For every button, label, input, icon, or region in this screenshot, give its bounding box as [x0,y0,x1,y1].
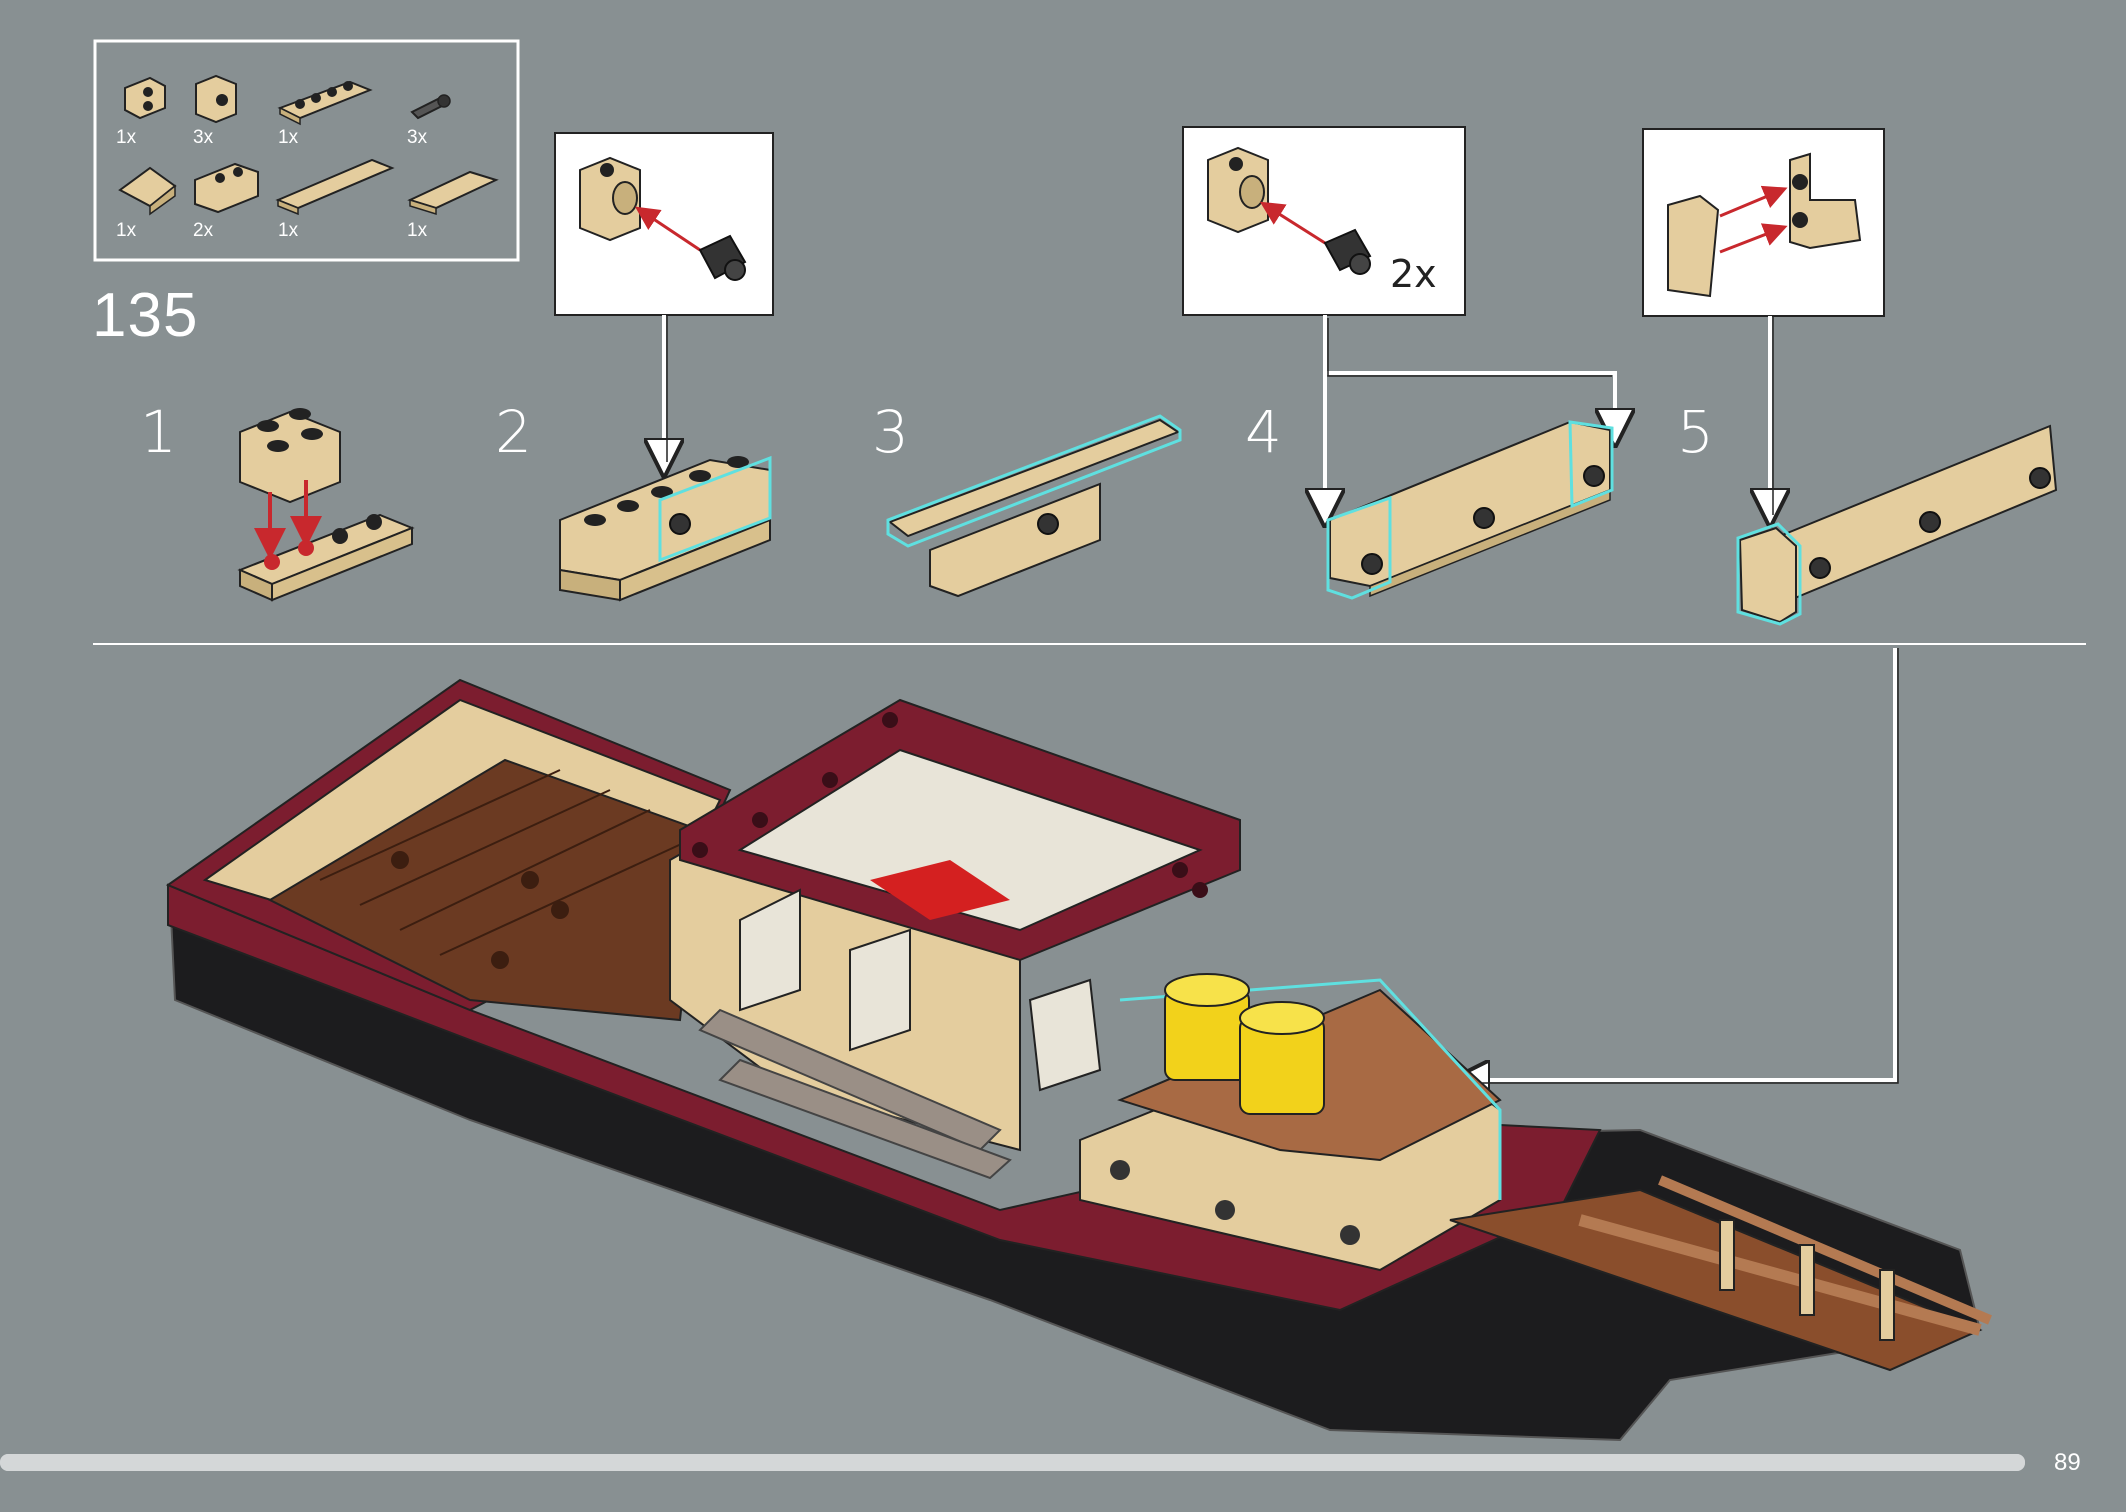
substep-2-model [559,455,772,602]
progress-bar-fill [0,1454,2025,1471]
step-number: 135 [92,281,199,350]
tan-brick-1x2-icon [194,162,259,214]
substep-label-5: 5 [1677,398,1714,466]
part-qty-7: 1x [278,220,299,241]
parts-list-box [93,39,520,262]
callout-box-5 [1642,128,1885,317]
substep-label-3: 3 [872,398,909,466]
tan-technic-brick-icon [195,74,237,124]
substep-label-4: 4 [1245,398,1282,466]
part-qty-4: 3x [407,127,428,148]
boat-model [165,678,1992,1442]
substep-4-model [1326,420,1614,600]
part-qty-8: 1x [407,220,428,241]
substep-label-1: 1 [140,398,177,466]
part-qty-3: 1x [278,127,299,148]
substep-3-model [886,414,1182,598]
callout-box-4 [1182,126,1466,316]
callout-box-2 [554,132,774,316]
substep-label-2: 2 [495,398,532,466]
tan-tile-long-icon [275,158,395,216]
tan-bracket-plate-icon [124,76,166,120]
callout-connectors [664,315,1770,520]
tan-plate-1x4-icon [277,80,373,126]
tan-slope-icon [118,166,177,216]
part-qty-1: 1x [116,127,137,148]
substep-5-model [1736,424,2058,626]
yellow-barrels [1164,973,1325,1115]
tan-tile-short-icon [407,170,499,216]
part-qty-5: 1x [116,220,137,241]
part-qty-6: 2x [193,220,214,241]
substep-1-model [237,408,415,602]
callout-4-qty: 2x [1390,252,1437,296]
part-qty-2: 3x [193,127,214,148]
black-pin-icon [410,94,451,120]
page-number: 89 [2054,1449,2081,1476]
boat-connector [1458,648,1897,1080]
